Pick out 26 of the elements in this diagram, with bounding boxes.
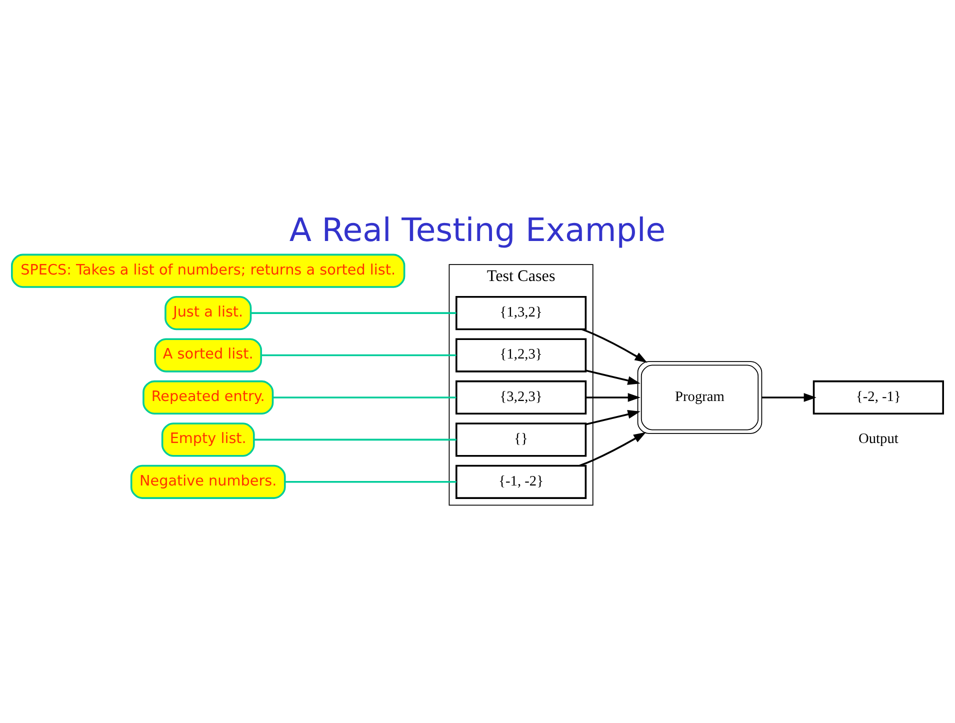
connector [285, 480, 456, 482]
node-box: Repeated entry. [142, 380, 274, 414]
arrow [586, 369, 640, 384]
arrow [582, 328, 648, 362]
arrow [586, 410, 640, 425]
node-box: Negative numbers. [130, 464, 286, 498]
node-box: {1,3,2} [456, 296, 587, 330]
arrow [762, 392, 816, 402]
node-box: {-2, -1} [812, 380, 944, 414]
node-box: Empty list. [161, 422, 255, 456]
connector [254, 438, 456, 440]
node-box: {3,2,3} [456, 380, 587, 414]
node-box: {1,2,3} [456, 338, 587, 372]
arrow [579, 432, 646, 466]
node-box: {} [456, 422, 587, 456]
node-box: A sorted list. [154, 338, 262, 372]
node-box: SPECS: Takes a list of numbers; returns a sorted list. [11, 253, 406, 288]
diagram-title: A Real Testing Example [289, 210, 666, 249]
node-box: Just a list. [164, 296, 252, 330]
node-label: Output [858, 430, 898, 447]
node-box: {-1, -2} [456, 464, 587, 498]
connector [261, 354, 456, 356]
node-box: Program [637, 360, 762, 434]
connector [250, 312, 456, 314]
arrow [586, 392, 640, 402]
connector [273, 396, 456, 398]
